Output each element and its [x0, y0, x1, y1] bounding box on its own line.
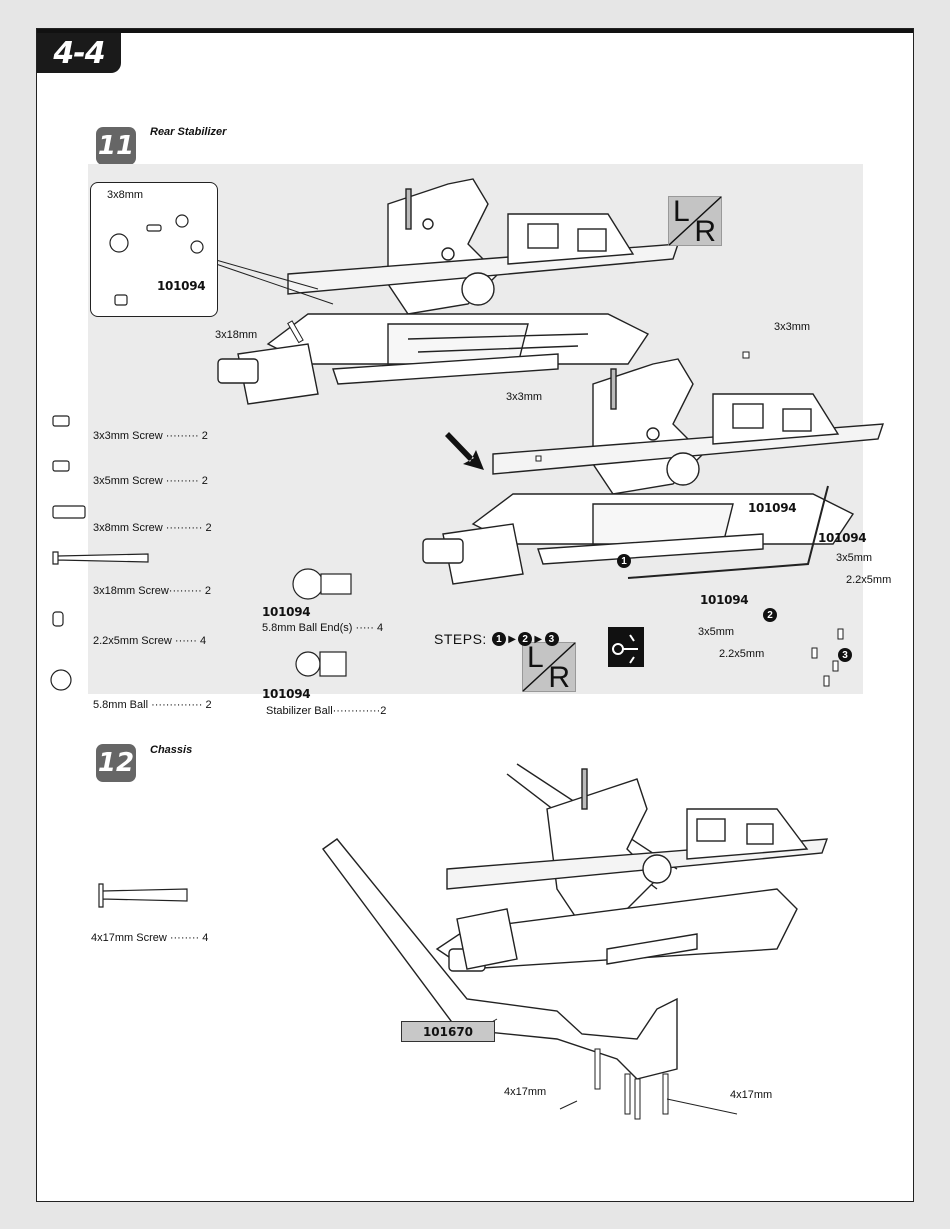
- direction-arrow: [445, 432, 484, 470]
- part-row-3x3: 3x3mm Screw ········· 2: [93, 430, 208, 442]
- left-right-badge-bottom: L R: [522, 641, 576, 694]
- section-number: 4-4: [53, 35, 105, 71]
- screw-label-left: 4x17mm: [504, 1086, 547, 1098]
- stabilizer-bar: [627, 485, 829, 579]
- callout-3x5-a: 3x5mm: [836, 552, 873, 564]
- inset-drawing: [109, 214, 204, 306]
- rear-stabilizer-illustration-panel: 3x8mm 101094 L R L R 3x18mm 3x3mm: [50, 164, 891, 717]
- part-row-3x8: 3x8mm Screw ·········· 2: [93, 522, 212, 534]
- callout-2x5-b: 2.2x5mm: [719, 648, 765, 660]
- chassis-part-code: 101670: [401, 1021, 495, 1042]
- step-11-title: Rear Stabilizer: [150, 126, 227, 138]
- callout-3x5-b: 3x5mm: [698, 626, 735, 638]
- callout-code-a: 101094: [748, 501, 797, 515]
- tighten-notice-icon: [608, 627, 644, 667]
- steps-sequence: STEPS: 1▶ 2▶ 3: [434, 631, 560, 647]
- section-tab: 4-4: [37, 33, 121, 73]
- part-row-2x5: 2.2x5mm Screw ······ 4: [93, 635, 207, 647]
- callout-3x3-top: 3x3mm: [774, 321, 811, 333]
- part-row-4x17: 4x17mm Screw ········ 4: [91, 932, 209, 944]
- lower-chassis-assembly: [422, 358, 884, 585]
- steps-1: 1: [492, 632, 507, 646]
- step-12-title: Chassis: [150, 744, 193, 756]
- top-rule: [37, 29, 913, 33]
- step-marker-3: 3: [838, 648, 852, 662]
- manual-page: 4-4 11 Rear Stabilizer: [36, 28, 914, 1202]
- part-row-3x5: 3x5mm Screw ········· 2: [93, 475, 208, 487]
- part-row-3x18: 3x18mm Screw········· 2: [93, 585, 211, 597]
- step-marker-1: 1: [617, 554, 631, 568]
- rear-stabilizer-drawing: [50, 178, 884, 691]
- part-row-ball: 5.8mm Ball ·············· 2: [93, 699, 212, 711]
- ball-end-row: 5.8mm Ball End(s) ····· 4: [262, 622, 384, 634]
- callout-3x3-mid: 3x3mm: [506, 391, 543, 403]
- callout-code-c: 101094: [700, 593, 749, 607]
- inset-part-code: 101094: [157, 279, 206, 293]
- steps-label: STEPS:: [434, 631, 487, 647]
- steps-3: 3: [544, 632, 559, 646]
- ball-end-code: 101094: [262, 605, 311, 619]
- inset-detail-box: 3x8mm 101094: [90, 182, 218, 317]
- upper-chassis-assembly: [217, 178, 679, 405]
- stab-ball-code: 101094: [262, 687, 311, 701]
- steps-2: 2: [518, 632, 533, 646]
- step-12-badge: 12: [96, 744, 136, 782]
- step-marker-2: 2: [763, 608, 777, 622]
- screw-label-right: 4x17mm: [730, 1089, 773, 1101]
- left-right-badge-top: L R: [668, 195, 722, 248]
- callout-3x18: 3x18mm: [215, 329, 258, 341]
- stab-ball-row: Stabilizer Ball·············2: [266, 705, 387, 717]
- callout-code-b: 101094: [818, 531, 867, 545]
- inset-screw-label: 3x8mm: [107, 189, 144, 201]
- callout-2x5-a: 2.2x5mm: [846, 574, 892, 586]
- chassis-drawing: [98, 763, 829, 1120]
- step-11-badge: 11: [96, 127, 136, 165]
